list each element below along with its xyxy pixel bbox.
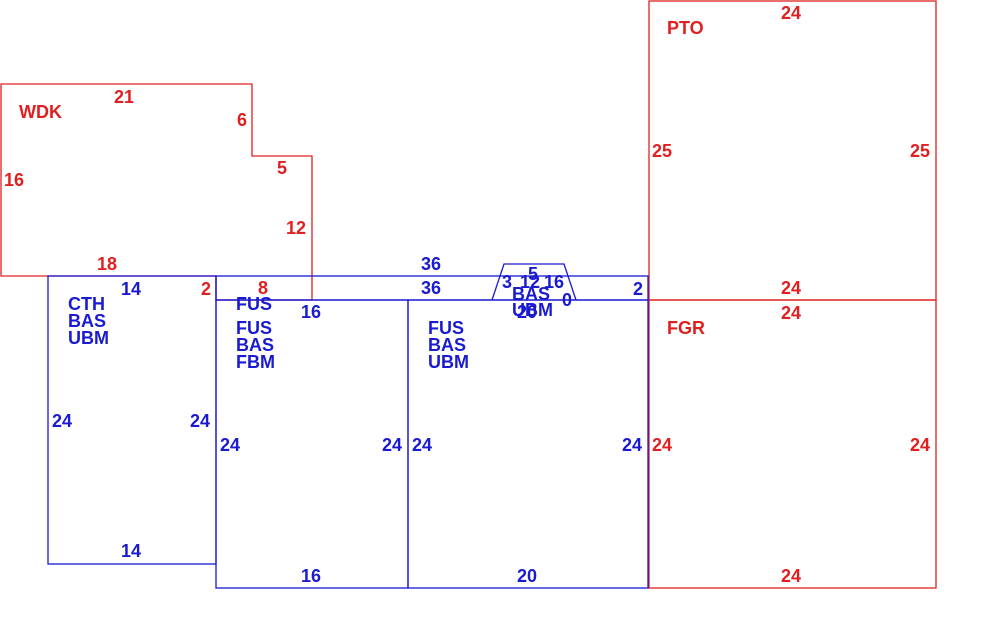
- wdk-code: WDK: [19, 102, 62, 122]
- cth-dim-left: 24: [52, 411, 72, 431]
- fus-left-code-1: FUS: [236, 318, 272, 338]
- bay-dim-top: 5: [528, 264, 538, 284]
- fus-right-dim-bottom: 20: [517, 566, 537, 586]
- wdk-dim-bottom: 18: [97, 254, 117, 274]
- pto-dim-top: 24: [781, 3, 801, 23]
- pto-dim-right: 25: [910, 141, 930, 161]
- fus-top-dim-left: 2: [201, 279, 211, 299]
- bay-dim-right: 16: [544, 272, 564, 292]
- bay-outline: [491, 263, 577, 301]
- cth-code-2: BAS: [68, 311, 106, 331]
- strip-dim-inner: 36: [421, 278, 441, 298]
- fus-left-dim-bottom: 16: [301, 566, 321, 586]
- cth-dim-top: 14: [121, 279, 141, 299]
- fus-top-dim-bottom: 16: [301, 302, 321, 322]
- pto-dim-left: 25: [652, 141, 672, 161]
- wdk-dim-left: 16: [4, 170, 24, 190]
- fgr-dim-left: 24: [652, 435, 672, 455]
- cth-code-3: UBM: [68, 328, 109, 348]
- wdk-dim-right: 12: [286, 218, 306, 238]
- fgr-dim-right: 24: [910, 435, 930, 455]
- wdk-dim-step-horizontal: 5: [277, 158, 287, 178]
- bay-dim-bottom: 20: [517, 302, 537, 322]
- wdk-dim-step-vertical: 6: [237, 110, 247, 130]
- fgr-dim-top: 24: [781, 303, 801, 323]
- fus-right-code-3: UBM: [428, 352, 469, 372]
- fus-left-code-2: BAS: [236, 335, 274, 355]
- cth-dim-right: 24: [190, 411, 210, 431]
- fus-right-dim-left: 24: [412, 435, 432, 455]
- bay-code-1: BAS: [512, 284, 550, 304]
- fus-left-dim-left: 24: [220, 435, 240, 455]
- bay-dim-left: 3: [502, 272, 512, 292]
- fus-top-dim-right: 8: [258, 278, 268, 298]
- fus-right-code-1: FUS: [428, 318, 464, 338]
- strip-dim-right: 2: [633, 279, 643, 299]
- fus-right-dim-right: 24: [622, 435, 642, 455]
- pto-dim-bottom: 24: [781, 278, 801, 298]
- bay-dim-inner-left: 12: [520, 272, 540, 292]
- pto-outline: [648, 0, 937, 301]
- fgr-outline: [648, 299, 937, 589]
- pto-code: PTO: [667, 18, 704, 38]
- bay-dim-side: 0: [562, 290, 572, 310]
- fus-top-code: FUS: [236, 294, 272, 314]
- wdk-dim-top: 21: [114, 87, 134, 107]
- fus-right-outline: [407, 299, 649, 589]
- fgr-code: FGR: [667, 318, 705, 338]
- fus-right-code-2: BAS: [428, 335, 466, 355]
- fgr-dim-bottom: 24: [781, 566, 801, 586]
- strip-dim-top: 36: [421, 254, 441, 274]
- fus-left-code-3: FBM: [236, 352, 275, 372]
- cth-code-1: CTH: [68, 294, 105, 314]
- bay-code-2: UBM: [512, 300, 553, 320]
- cth-dim-bottom: 14: [121, 541, 141, 561]
- fus-left-dim-right: 24: [382, 435, 402, 455]
